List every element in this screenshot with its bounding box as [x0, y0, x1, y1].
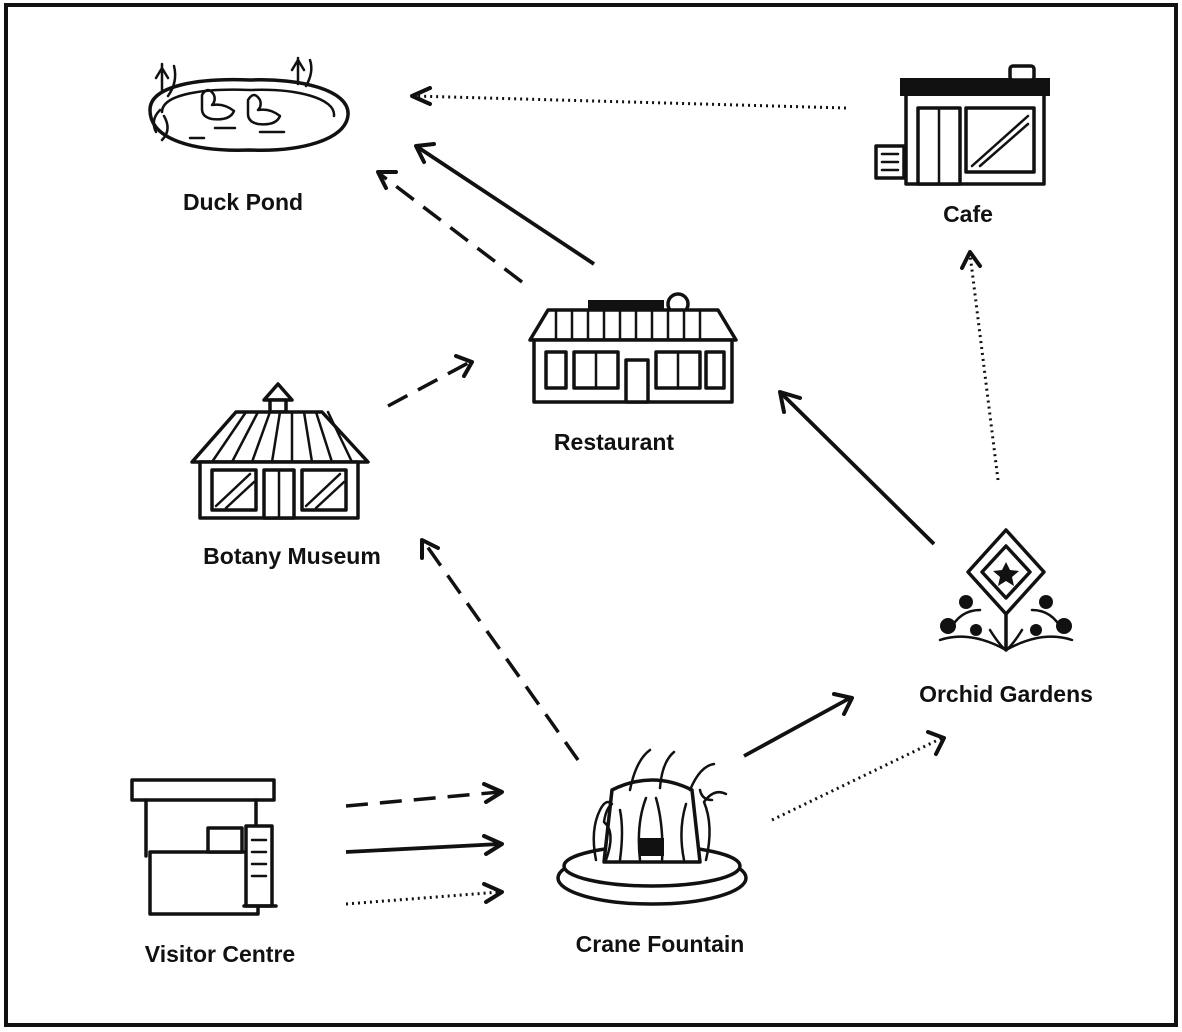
visitor-centre-label: Visitor Centre: [145, 941, 295, 967]
route-fountain-to-orchid-dotted: [771, 730, 946, 822]
route-orchid-to-restaurant-solid: [778, 390, 936, 546]
cafe-icon: [874, 64, 1050, 186]
restaurant-label: Restaurant: [554, 429, 674, 455]
route-fountain-to-orchid-solid: [743, 692, 854, 758]
duck-pond-label: Duck Pond: [183, 189, 303, 215]
route-orchid-to-cafe-dotted: [960, 250, 1000, 481]
museum-icon: [190, 382, 370, 520]
route-visitor-to-fountain-dashed: [345, 782, 504, 808]
orchid-gardens-label: Orchid Gardens: [919, 681, 1093, 707]
orchid-icon: [938, 528, 1074, 652]
kiosk-icon: [130, 778, 278, 916]
fountain-icon: [556, 748, 748, 906]
route-visitor-to-fountain-solid: [345, 834, 504, 856]
route-fountain-to-museum-dashed: [420, 538, 580, 762]
route-museum-to-restaurant-dashed: [387, 354, 474, 408]
botany-museum-label: Botany Museum: [203, 543, 381, 569]
cafe-label: Cafe: [943, 201, 993, 227]
restaurant-icon: [528, 292, 738, 404]
route-visitor-to-fountain-dotted: [345, 882, 504, 906]
duck-pond-icon: [148, 56, 350, 152]
route-restaurant-to-duck-pond-solid: [414, 142, 596, 266]
crane-fountain-label: Crane Fountain: [576, 931, 745, 957]
routes-layer: [345, 86, 1000, 906]
route-cafe-to-duck-pond-dotted: [410, 86, 847, 110]
route-restaurant-to-duck-pond-dashed: [376, 170, 524, 284]
